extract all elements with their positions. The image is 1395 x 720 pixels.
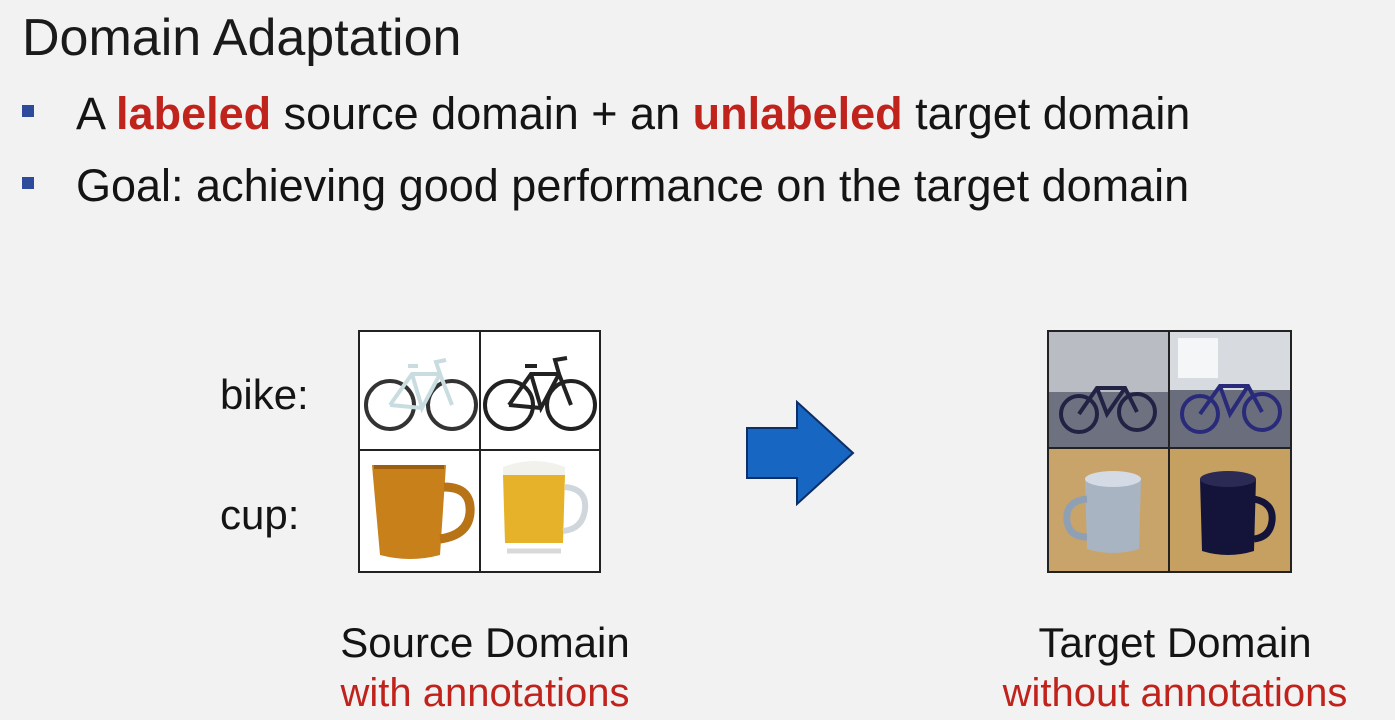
- bullet-1-text-c: target domain: [902, 88, 1191, 139]
- slide-title: Domain Adaptation: [22, 9, 462, 67]
- source-cup-image-1: [360, 451, 481, 571]
- right-arrow-icon: [746, 400, 855, 506]
- source-bike-image-1: [360, 332, 481, 451]
- target-bike-image-2: [1170, 332, 1290, 449]
- source-domain-caption: Source Domain: [340, 619, 630, 666]
- target-domain-caption: Target Domain: [1038, 619, 1312, 666]
- source-domain-subcaption: with annotations: [340, 671, 630, 715]
- bullet-2: Goal: achieving good performance on the …: [22, 158, 1189, 214]
- arrow-shape: [746, 400, 855, 506]
- source-bike-image-2: [481, 332, 599, 451]
- bullet-1-text-a: A: [76, 88, 117, 139]
- source-image-grid: [358, 330, 601, 573]
- bullet-square-icon: [22, 177, 34, 190]
- unlabeled-highlight: unlabeled: [692, 88, 903, 139]
- bullet-2-text: Goal: achieving good performance on the …: [76, 160, 1190, 211]
- target-bike-image-1: [1049, 332, 1170, 449]
- target-image-grid: [1047, 330, 1292, 573]
- target-domain-subcaption: without annotations: [1002, 671, 1348, 715]
- bike-row-label: bike:: [220, 371, 309, 418]
- bullet-1: A labeled source domain + an unlabeled t…: [22, 86, 1190, 142]
- labeled-highlight: labeled: [116, 88, 272, 139]
- cup-row-label: cup:: [220, 491, 300, 538]
- bullet-1-text-b: source domain + an: [271, 88, 693, 139]
- target-cup-image-1: [1049, 449, 1170, 571]
- target-cup-image-2: [1170, 449, 1290, 571]
- source-cup-image-2: [481, 451, 599, 571]
- bullet-square-icon: [22, 105, 34, 118]
